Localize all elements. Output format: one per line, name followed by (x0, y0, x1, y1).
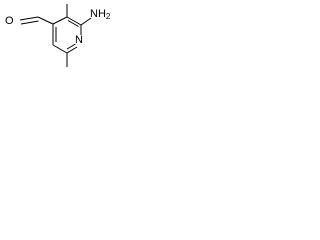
amino-subscript: 2 (106, 12, 111, 21)
pyridine-ring (52, 16, 82, 54)
aldehyde-bond-co (19, 16, 39, 21)
aldehyde-bond-co-double (20, 20, 39, 25)
ring-bond-n1-c2-inner (66, 43, 76, 50)
amino-label: NH2 (90, 8, 111, 21)
ring-bond-c5-c6 (66, 16, 82, 26)
amino-nh-text: NH (90, 8, 106, 20)
ring-bond-c2-c3 (52, 44, 68, 54)
ring-bond-c4-c5 (52, 16, 68, 25)
ring-bond-n1-c2 (66, 46, 78, 54)
aldehyde-bond-c-ring (37, 16, 54, 25)
ring-bond-c5-c6-inner (67, 20, 79, 27)
chemical-structure-diagram: O N NH2 (5, 4, 111, 67)
oxygen-label: O (5, 15, 14, 27)
ring-nitrogen-label: N (75, 34, 83, 46)
amino-bond (80, 17, 92, 26)
